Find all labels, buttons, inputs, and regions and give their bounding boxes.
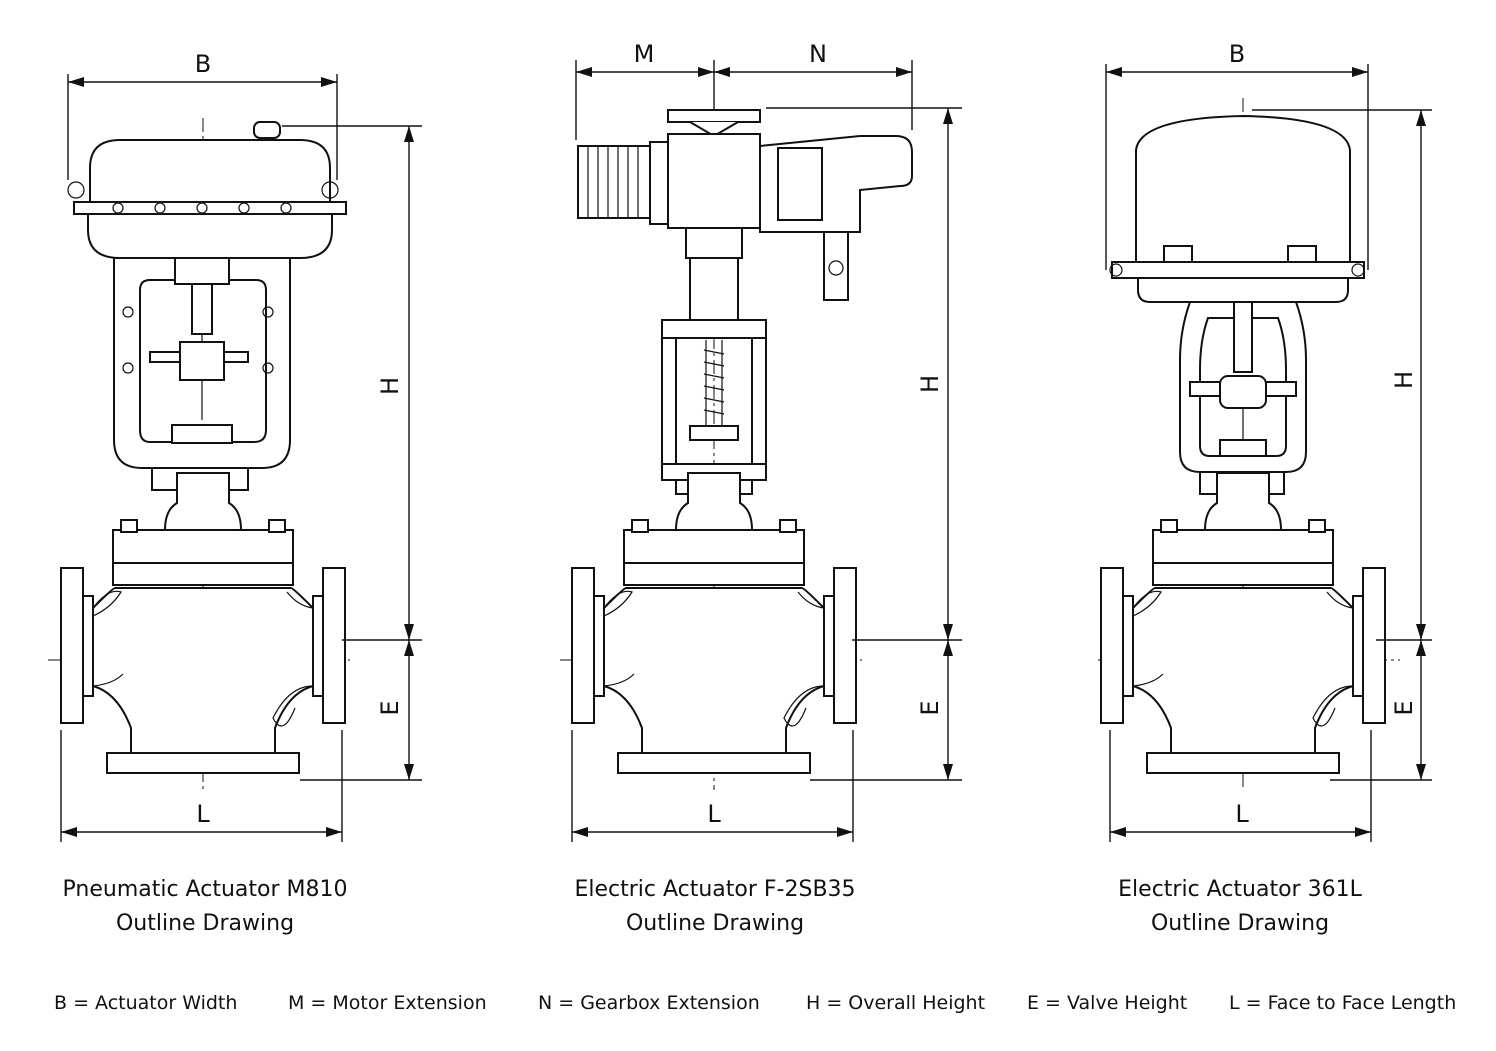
361l-caption: Electric Actuator 361L Outline Drawing [1070, 873, 1410, 941]
pneumatic-m810-drawing: B L H E [48, 50, 422, 842]
electric-361l-drawing: B L H E [1098, 40, 1432, 842]
f2sb35-dim-l: L [707, 800, 721, 828]
legend-motor-extension: M = Motor Extension [288, 992, 487, 1014]
m810-dim-e: E [376, 700, 404, 715]
m810-caption: Pneumatic Actuator M810 Outline Drawing [30, 873, 380, 941]
361l-dim-b: B [1229, 40, 1245, 68]
m810-title: Pneumatic Actuator M810 [62, 877, 348, 902]
f2sb35-subtitle: Outline Drawing [625, 911, 805, 936]
f2sb35-dim-h: H [916, 375, 944, 393]
legend-actuator-width: B = Actuator Width [54, 992, 238, 1014]
legend-valve-height: E = Valve Height [1027, 992, 1188, 1014]
361l-title: Electric Actuator 361L [1118, 877, 1362, 902]
electric-f2sb35-drawing: M N L H E [560, 40, 962, 842]
m810-dim-l: L [196, 800, 210, 828]
361l-subtitle: Outline Drawing [1150, 911, 1330, 936]
legend-overall-height: H = Overall Height [806, 992, 986, 1014]
m810-dim-b: B [195, 50, 211, 78]
361l-dim-h: H [1390, 371, 1418, 389]
f2sb35-title: Electric Actuator F-2SB35 [574, 877, 856, 902]
m810-subtitle: Outline Drawing [115, 911, 295, 936]
legend-face-to-face-length: L = Face to Face Length [1229, 992, 1457, 1014]
361l-dim-l: L [1235, 800, 1249, 828]
f2sb35-dim-m: M [634, 40, 655, 68]
f2sb35-dim-n: N [809, 40, 827, 68]
361l-dim-e: E [1390, 700, 1418, 715]
f2sb35-caption: Electric Actuator F-2SB35 Outline Drawin… [520, 873, 910, 941]
f2sb35-dim-e: E [916, 700, 944, 715]
m810-dim-h: H [376, 377, 404, 395]
legend-gearbox-extension: N = Gearbox Extension [538, 992, 760, 1014]
